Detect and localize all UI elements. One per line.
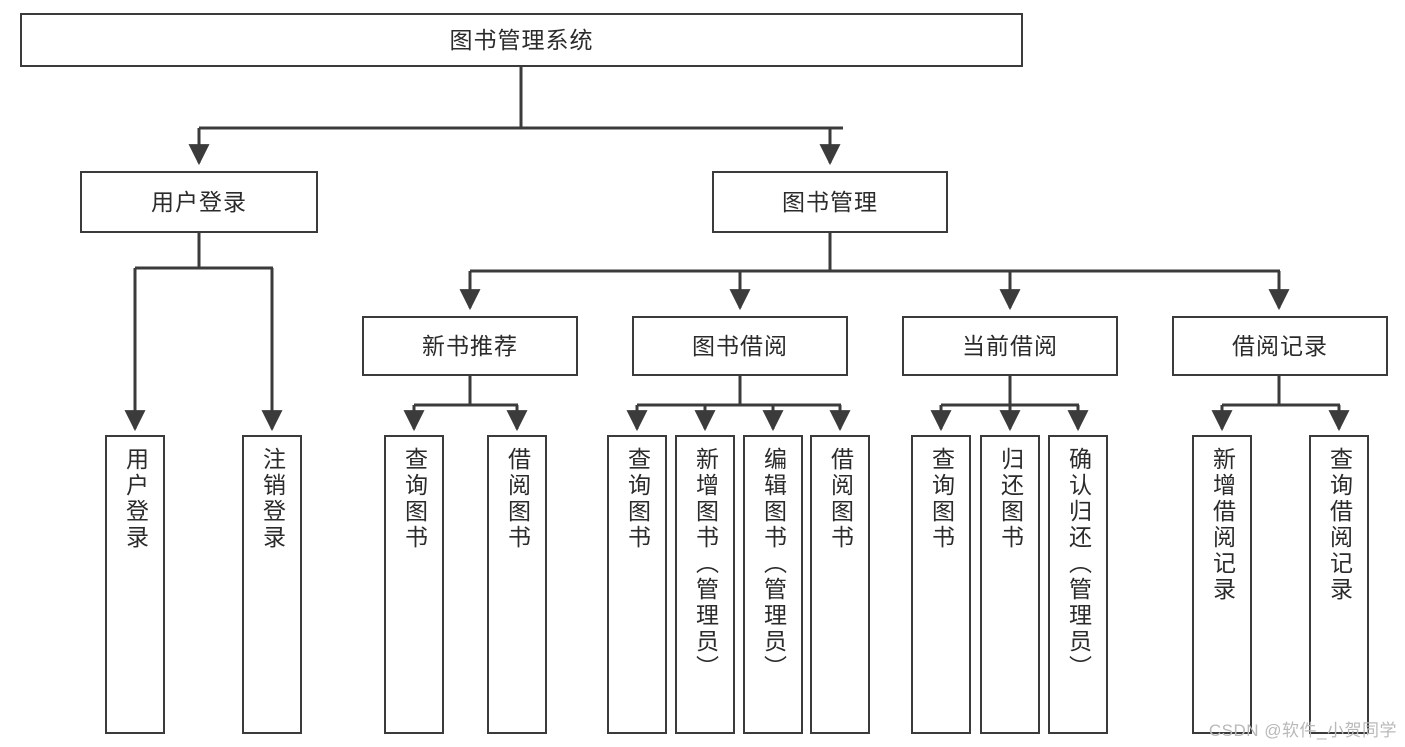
node-label: 当前借阅 (962, 332, 1058, 359)
node-root-system[interactable]: 图书管理系统 (20, 13, 1023, 67)
node-leaf-return-book[interactable]: 归还图书 (980, 435, 1040, 734)
node-current-borrow[interactable]: 当前借阅 (902, 316, 1118, 376)
node-label: 图书借阅 (692, 332, 788, 359)
node-book-management[interactable]: 图书管理 (712, 171, 948, 233)
node-leaf-logout-login[interactable]: 注销登录 (242, 435, 302, 734)
node-leaf-edit-book[interactable]: 编辑图书（管理员） (743, 435, 803, 734)
node-label: 新增图书（管理员） (692, 447, 719, 681)
watermark-text: CSDN @软件_小贺同学 (1208, 721, 1397, 740)
node-leaf-confirm-return[interactable]: 确认归还（管理员） (1048, 435, 1108, 734)
node-borrow-record[interactable]: 借阅记录 (1172, 316, 1388, 376)
node-label: 查询图书 (401, 447, 428, 551)
node-label: 用户登录 (122, 447, 149, 551)
node-label: 编辑图书（管理员） (760, 447, 787, 681)
node-label: 查询图书 (928, 447, 955, 551)
node-label: 查询图书 (624, 447, 651, 551)
node-leaf-query-book-2[interactable]: 查询图书 (607, 435, 667, 734)
node-label: 新增借阅记录 (1209, 447, 1236, 603)
node-label: 归还图书 (997, 447, 1024, 551)
node-label: 图书管理 (782, 188, 878, 215)
node-book-borrow[interactable]: 图书借阅 (632, 316, 848, 376)
node-user-login[interactable]: 用户登录 (80, 171, 318, 233)
node-leaf-user-login[interactable]: 用户登录 (105, 435, 165, 734)
node-label: 用户登录 (151, 188, 247, 215)
node-label: 注销登录 (259, 447, 286, 551)
node-leaf-add-book[interactable]: 新增图书（管理员） (675, 435, 735, 734)
node-label: 查询借阅记录 (1326, 447, 1353, 603)
node-leaf-add-borrow-record[interactable]: 新增借阅记录 (1192, 435, 1252, 734)
node-label: 借阅图书 (504, 447, 531, 551)
node-leaf-borrow-book-1[interactable]: 借阅图书 (487, 435, 547, 734)
node-label: 确认归还（管理员） (1065, 447, 1092, 681)
node-label: 新书推荐 (422, 332, 518, 359)
node-leaf-borrow-book-2[interactable]: 借阅图书 (810, 435, 870, 734)
node-leaf-query-book-1[interactable]: 查询图书 (384, 435, 444, 734)
node-leaf-query-borrow-record[interactable]: 查询借阅记录 (1309, 435, 1369, 734)
node-leaf-query-book-3[interactable]: 查询图书 (911, 435, 971, 734)
node-label: 图书管理系统 (449, 26, 594, 53)
node-new-book-recommend[interactable]: 新书推荐 (362, 316, 578, 376)
node-label: 借阅图书 (827, 447, 854, 551)
node-label: 借阅记录 (1232, 332, 1328, 359)
